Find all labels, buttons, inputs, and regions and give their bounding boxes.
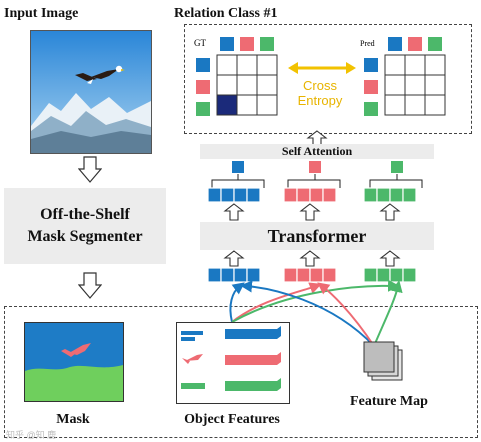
up-arrow-icon — [223, 250, 401, 267]
eagle-icon — [75, 65, 125, 84]
pred-col-blue — [388, 37, 402, 51]
gt-row-blue — [196, 58, 210, 72]
feature-map-label: Feature Map — [350, 394, 428, 409]
relation-class-panel — [184, 24, 472, 134]
pred-row-blue — [364, 58, 378, 72]
pred-label: Pred — [360, 39, 375, 48]
input-row-green — [363, 267, 417, 283]
mask-label: Mask — [56, 412, 90, 427]
relation-class-title: Relation Class #1 — [174, 6, 278, 21]
gt-row-green — [196, 102, 210, 116]
mask-image — [24, 322, 124, 402]
gt-row-red — [196, 80, 210, 94]
token-row-blue — [207, 187, 261, 203]
output-tokens — [207, 161, 423, 221]
pool-brackets — [211, 174, 423, 188]
feature-map-icon — [363, 341, 403, 381]
input-image-label: Input Image — [4, 6, 79, 21]
transformer-box: Transformer — [200, 222, 434, 250]
cross-entropy-line1: Cross — [303, 78, 337, 93]
pred-row-red — [364, 80, 378, 94]
cross-entropy-label: Cross Entropy — [288, 78, 352, 108]
up-arrow-icon — [223, 203, 401, 221]
double-arrow-icon — [288, 62, 356, 74]
input-row-red — [283, 267, 337, 283]
bottom-panel — [4, 306, 478, 438]
eagle-mask-icon — [61, 343, 91, 357]
segmenter-label-line1: Off-the-Shelf — [40, 206, 130, 223]
down-arrow-icon — [78, 272, 102, 299]
pooled-token-green — [391, 161, 403, 173]
segmentation-mask — [25, 323, 123, 401]
input-image — [30, 30, 152, 154]
watermark: 知乎 @知 鹿 — [6, 430, 57, 440]
token-row-red — [283, 187, 337, 203]
gt-label: GT — [194, 38, 206, 48]
gt-col-blue — [220, 37, 234, 51]
segmenter-label-line2: Mask Segmenter — [27, 228, 143, 245]
pooled-token-red — [309, 161, 321, 173]
input-tokens — [207, 250, 417, 283]
down-arrow-icon — [78, 156, 102, 183]
cross-entropy-line2: Entropy — [297, 93, 343, 108]
input-row-blue — [207, 267, 261, 283]
gt-matrix — [216, 54, 278, 116]
self-attention-bar: Self Attention — [200, 144, 434, 159]
gt-col-green — [260, 37, 274, 51]
pred-col-red — [408, 37, 422, 51]
object-features-label: Object Features — [184, 412, 280, 427]
object-features-graphic — [181, 326, 281, 391]
mask-segmenter-box: Off-the-Shelf Mask Segmenter — [4, 188, 166, 264]
object-features-box — [176, 322, 290, 404]
pred-row-green — [364, 102, 378, 116]
gt-col-red — [240, 37, 254, 51]
token-row-green — [363, 187, 417, 203]
relation-matrices: GT Pred — [194, 37, 446, 116]
pooled-token-blue — [232, 161, 244, 173]
eagle-landscape-image — [31, 31, 151, 153]
pred-matrix — [384, 54, 446, 116]
pred-col-green — [428, 37, 442, 51]
